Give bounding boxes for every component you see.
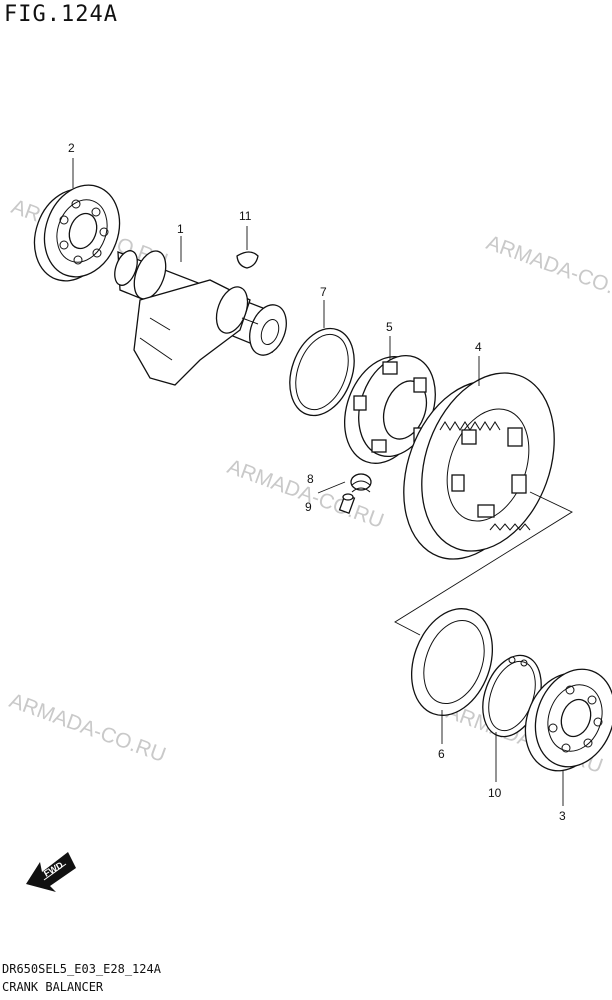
damper-pin: [338, 493, 356, 515]
callout-number: 4: [475, 340, 482, 354]
balancer-driven-gear: [403, 372, 555, 560]
balancer-gear-hub: [343, 354, 436, 464]
washer: [410, 608, 494, 716]
callout-number: 9: [305, 500, 312, 514]
figure-title: FIG.124A: [4, 2, 118, 27]
callout-number: 3: [559, 809, 566, 823]
assembly-line: [394, 491, 573, 636]
callout-number: 5: [386, 320, 393, 334]
figure-name: CRANK BALANCER: [2, 980, 104, 994]
forward-direction-arrow: FWD: [26, 852, 76, 892]
left-bearing: [33, 184, 121, 282]
watermark: ARMADA-CO.RU: [6, 689, 168, 767]
callout-number: 6: [438, 747, 445, 761]
assembly-line: [317, 481, 346, 494]
crank-balancer-shaft: [114, 250, 287, 386]
callout-number: 11: [239, 209, 252, 223]
o-ring: [289, 327, 355, 417]
watermark: ARMADA-CO.RU: [483, 231, 612, 309]
woodruff-key: [236, 251, 259, 269]
callout-number: 1: [177, 222, 184, 236]
figure-code: DR650SEL5_E03_E28_124A: [2, 962, 161, 976]
callout-number: 10: [488, 786, 502, 800]
right-bearing: [524, 668, 612, 772]
callout-number: 2: [68, 141, 75, 155]
damper-spring: [350, 473, 372, 493]
callout-number: 7: [320, 285, 327, 299]
watermark: ARMADA-CO.RU: [224, 455, 386, 533]
callout-number: 8: [307, 472, 314, 486]
